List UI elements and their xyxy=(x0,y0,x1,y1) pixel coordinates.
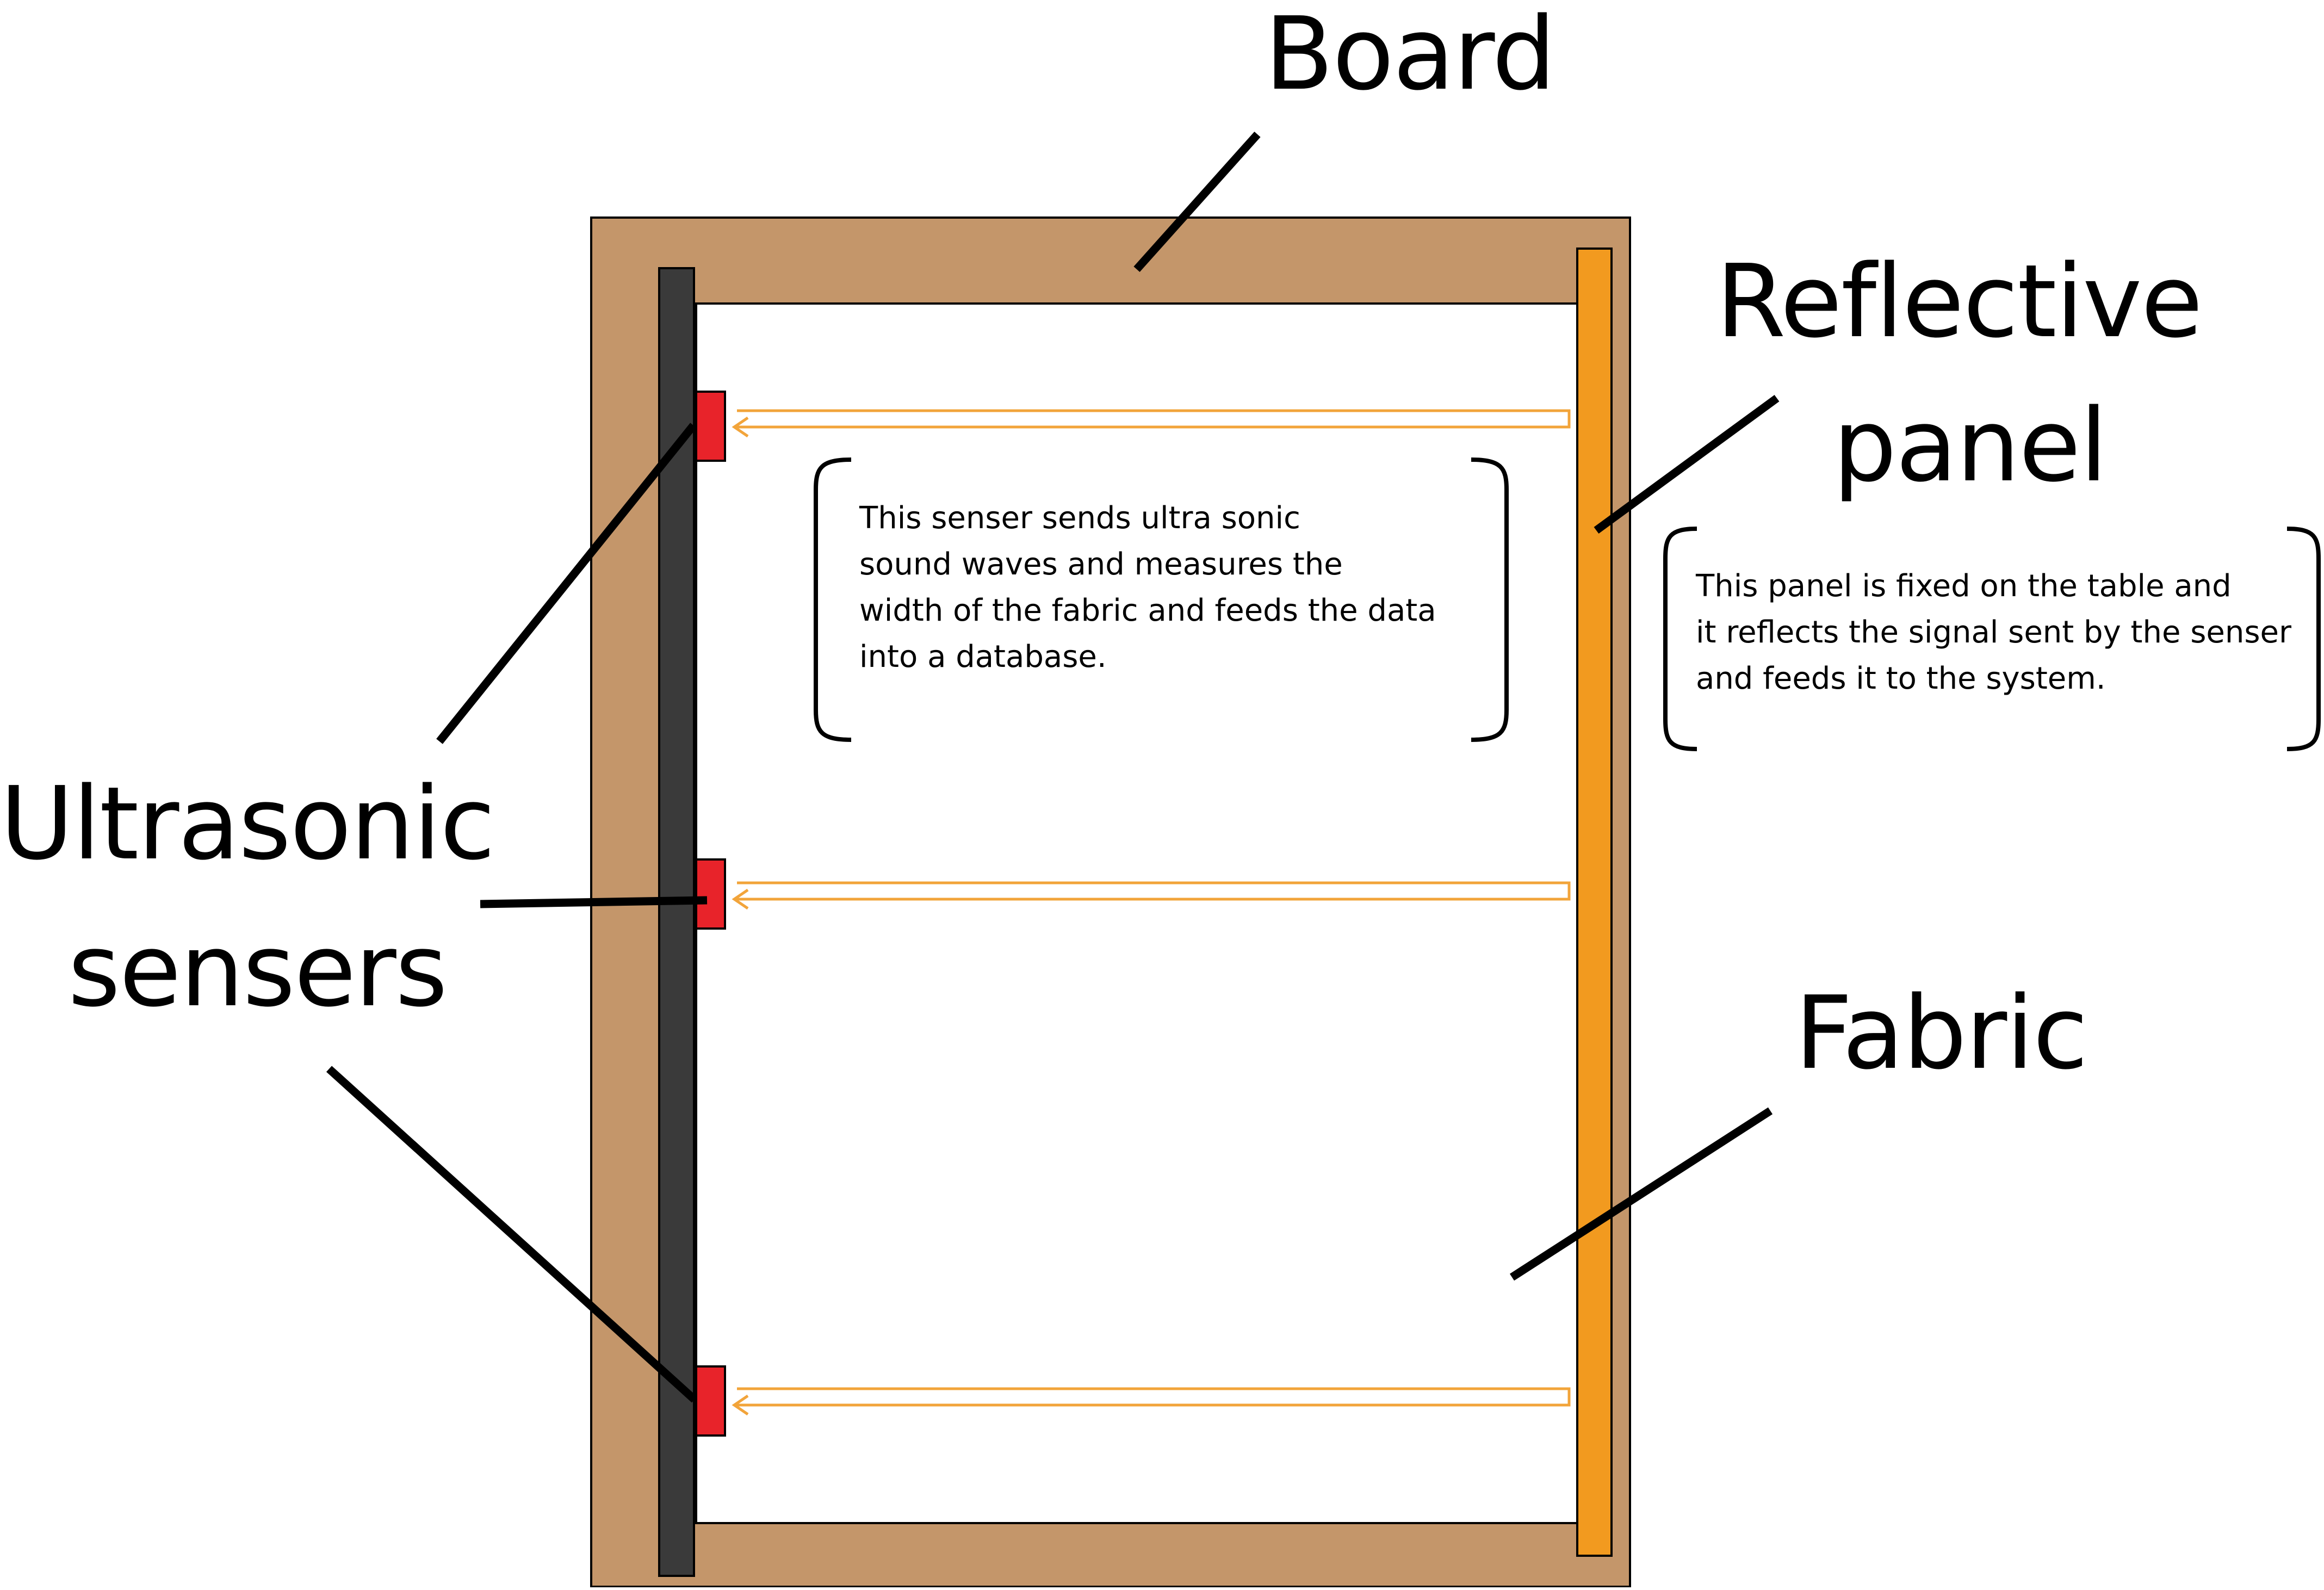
leader-line-reflective-panel xyxy=(1594,394,1780,534)
note-sensor-text: This senser sends ultra sonic sound wave… xyxy=(859,500,1436,675)
note-sensor-left-bracket xyxy=(814,457,852,742)
reflective-panel xyxy=(1576,248,1613,1557)
note-sensor-right-bracket xyxy=(1471,457,1509,742)
note-panel-left-bracket xyxy=(1663,527,1697,751)
note-panel-text: This panel is fixed on the table and it … xyxy=(1696,568,2292,696)
leader-line-sensor-middle xyxy=(480,896,708,908)
ultrasonic-sensor-bottom xyxy=(695,1365,726,1437)
label-sensors-line2: sensers xyxy=(68,912,448,1029)
ultrasonic-sensor-top xyxy=(695,391,726,462)
fabric xyxy=(695,302,1578,1524)
label-reflective-panel-line1: Reflective xyxy=(1716,243,2203,360)
signal-path-middle xyxy=(732,881,1571,910)
note-panel-right-bracket xyxy=(2286,527,2321,751)
leader-line-sensor-top xyxy=(436,423,697,744)
leader-line-fabric xyxy=(1509,1107,1773,1281)
signal-path-bottom xyxy=(732,1387,1571,1416)
label-reflective-panel-line2: panel xyxy=(1833,387,2108,504)
leader-line-board xyxy=(1133,131,1261,273)
ultrasonic-sensor-middle xyxy=(695,858,726,930)
leader-line-sensor-bottom xyxy=(326,1066,698,1403)
label-sensors-line1: Ultrasonic xyxy=(0,765,495,882)
sensor-bar xyxy=(658,267,695,1577)
signal-path-top xyxy=(732,409,1571,438)
label-board: Board xyxy=(1265,0,1556,113)
label-fabric: Fabric xyxy=(1795,974,2088,1092)
